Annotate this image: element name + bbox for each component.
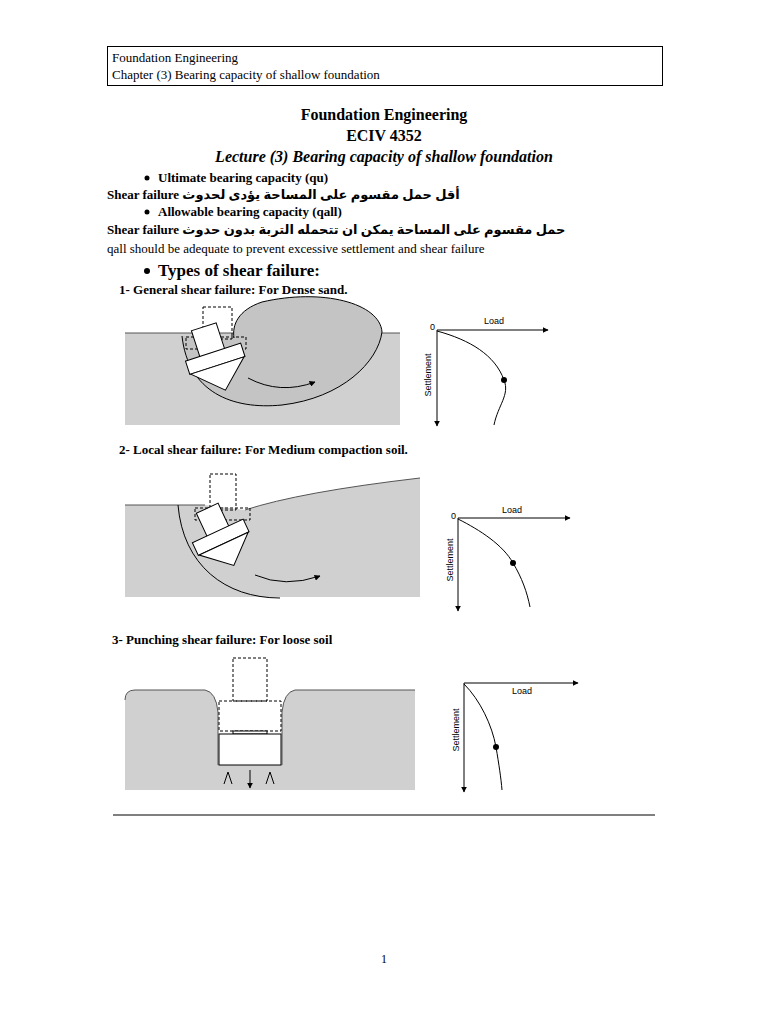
axis-origin: 0	[451, 511, 456, 521]
figure-caption: 3- Punching shear failure: For loose soi…	[112, 633, 332, 648]
course-code: ECIV 4352	[346, 127, 422, 145]
axis-origin: 0	[430, 322, 435, 332]
axis-label: Load	[502, 505, 522, 515]
axis-label: Settlement	[423, 353, 433, 396]
note: qall should be adequate to prevent exces…	[107, 242, 485, 257]
heading: Foundation Engineering	[301, 106, 468, 124]
axis-label: Load	[512, 686, 532, 696]
axis-label: Load	[484, 316, 504, 326]
axis-label: Settlement	[451, 708, 461, 751]
bullet-item: Ultimate bearing capacity (qu)	[158, 171, 328, 186]
punching-shear-figure	[125, 658, 578, 792]
bullet-item: Allowable bearing capacity (qall)	[158, 205, 342, 220]
axis-label: Settlement	[445, 538, 455, 581]
definition: أقل حمل مقسوم على المساحة يؤدى لحدوث She…	[107, 188, 460, 203]
definition: حمل مقسوم على المساحة يمكن ان تتحمله الت…	[107, 223, 565, 238]
figure-caption: 2- Local shear failure: For Medium compa…	[119, 443, 408, 458]
section-heading: Types of shear failure:	[158, 261, 320, 281]
header-box: Foundation EngineeringChapter (3) Bearin…	[107, 46, 663, 86]
lecture-title: Lecture (3) Bearing capacity of shallow …	[215, 148, 553, 166]
figure-caption: 1- General shear failure: For Dense sand…	[119, 283, 348, 298]
page-number: 1	[381, 953, 387, 967]
header-text: Foundation Engineering	[112, 49, 658, 66]
local-shear-figure	[125, 474, 570, 611]
rule	[113, 815, 655, 816]
header-text: Chapter (3) Bearing capacity of shallow …	[112, 66, 658, 83]
general-shear-figure	[125, 297, 548, 426]
